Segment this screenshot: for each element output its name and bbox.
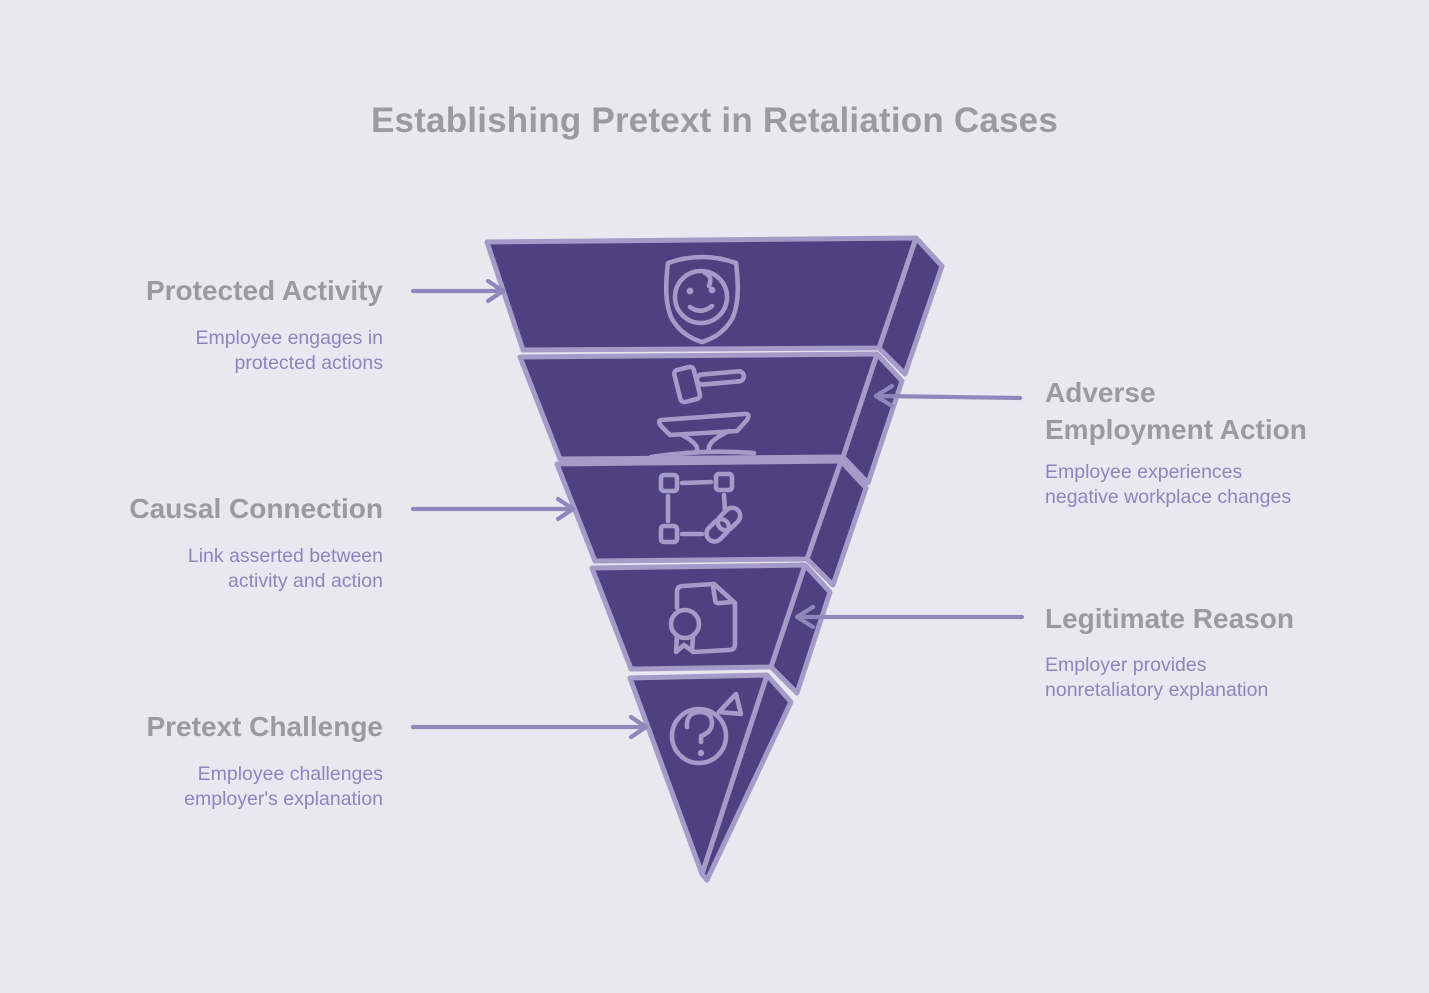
funnel-segment-1 (484, 235, 945, 377)
funnel-segment-2 (517, 351, 905, 486)
step-legitimate-reason: Legitimate Reason Employer provides nonr… (1045, 600, 1385, 703)
step-pretext-challenge: Pretext Challenge Employee challenges em… (63, 712, 383, 812)
page-title: Establishing Pretext in Retaliation Case… (370, 101, 1058, 140)
step-description: Employee challenges employer's explanati… (184, 763, 383, 810)
hammer-anvil-icon (648, 364, 757, 460)
selection-link-icon (658, 471, 743, 545)
step-description: Employee experiences negative workplace … (1045, 461, 1292, 508)
step-description: Employee engages in protected actions (195, 327, 383, 374)
step-label: Pretext Challenge (146, 711, 383, 742)
step-adverse-employment-action: Adverse Employment Action Employee exper… (1045, 374, 1385, 510)
funnel-segment-5 (627, 672, 794, 883)
step-label: Legitimate Reason (1045, 603, 1294, 634)
connector-arrow-protected-activity (410, 278, 506, 304)
connector-arrow-causal-connection (410, 496, 576, 522)
step-label: Adverse Employment Action (1045, 377, 1307, 445)
connector-arrow-adverse-action (873, 383, 1023, 409)
document-ribbon-icon (668, 581, 738, 655)
question-mark-icon (669, 691, 744, 766)
step-label: Causal Connection (129, 493, 383, 524)
connector-arrow-pretext-challenge (410, 714, 649, 740)
step-label: Protected Activity (145, 275, 383, 306)
connector-arrow-legitimate-reason (794, 604, 1025, 630)
step-description: Employer provides nonretaliatory explana… (1045, 654, 1269, 701)
step-causal-connection: Causal Connection Link asserted between … (63, 494, 383, 594)
funnel-segment-4 (589, 562, 833, 696)
step-protected-activity: Protected Activity Employee engages in p… (63, 276, 383, 376)
shield-smile-icon (663, 254, 741, 345)
funnel-segment-3 (554, 458, 869, 588)
step-description: Link asserted between activity and actio… (187, 545, 383, 592)
